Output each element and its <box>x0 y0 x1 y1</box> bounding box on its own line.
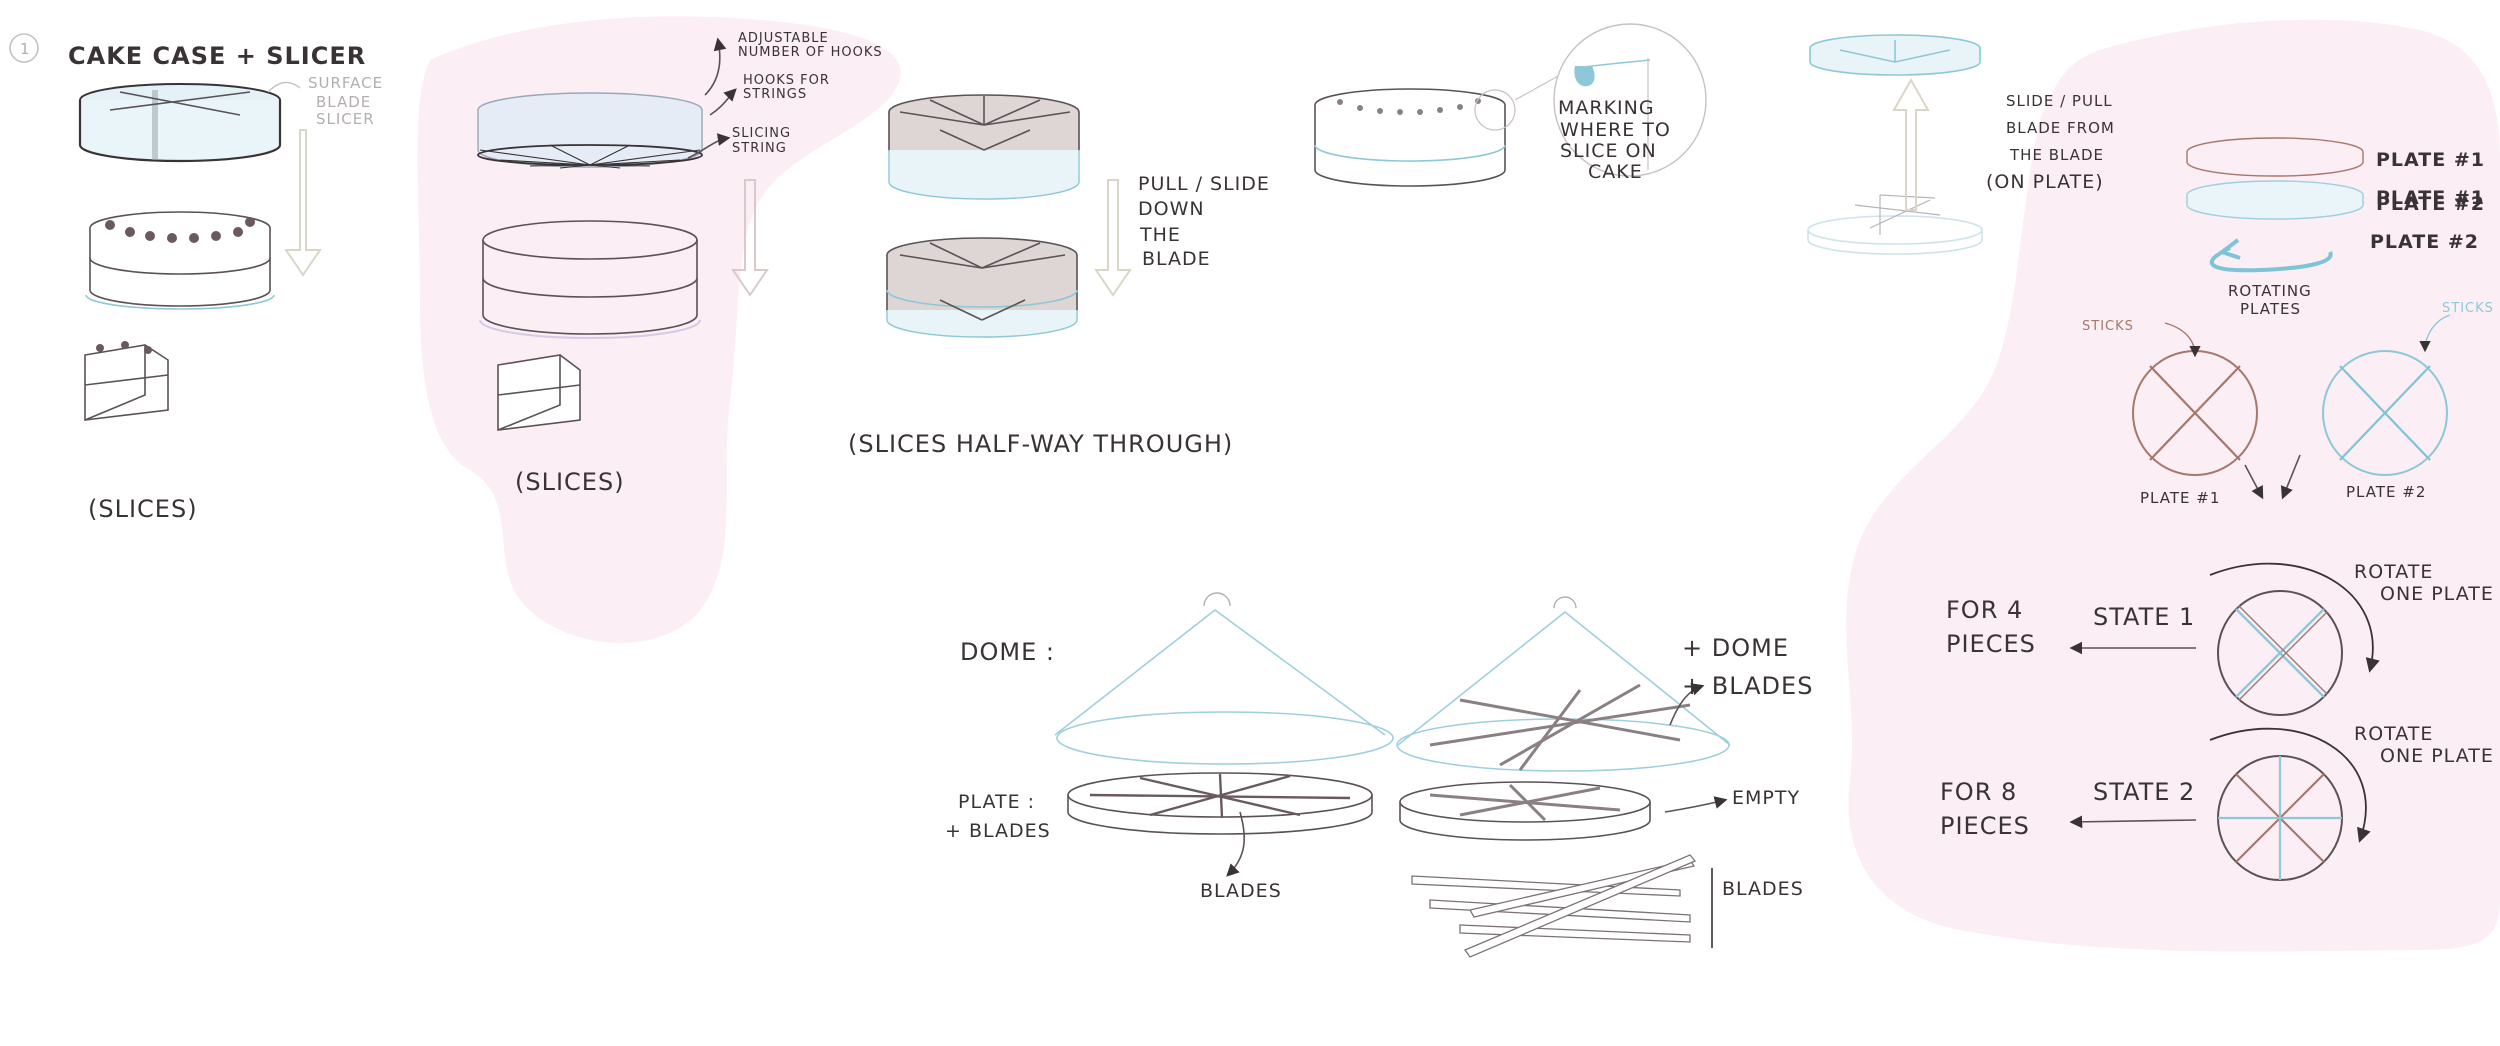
note-marking-3: SLICE ON <box>1560 140 1657 162</box>
dome-drawing-2 <box>1396 596 1731 772</box>
page-number: 1 <box>20 40 31 58</box>
plate-1-topview <box>2132 322 2258 476</box>
note-hooks-2: STRINGS <box>743 87 807 102</box>
whole-cake-drawing <box>85 211 275 310</box>
down-arrow-2 <box>731 179 769 297</box>
note-slide-2: BLADE FROM <box>2006 119 2115 137</box>
note-for4-1: FOR 4 <box>1946 596 2023 624</box>
note-slicer: SLICER <box>316 110 375 128</box>
note-plate-blades-1: PLATE : <box>958 791 1035 813</box>
note-pull-4: BLADE <box>1142 248 1211 270</box>
state-1-diagram <box>2069 562 2380 716</box>
note-slices-1: (SLICES) <box>88 495 198 523</box>
marked-cake-drawing <box>1314 23 1707 187</box>
plate-2-small-label: PLATE #2 <box>2346 483 2426 501</box>
cake-case-drawing <box>78 83 282 163</box>
note-slide-4: (ON PLATE) <box>1986 171 2104 193</box>
rotating-plates-drawing <box>2186 137 2364 273</box>
note-state-2: STATE 2 <box>2093 778 2195 806</box>
plate-with-blades-drawing <box>1067 772 1373 835</box>
note-slices-2: (SLICES) <box>515 468 625 496</box>
slicer-on-cake-drawing <box>888 94 1080 200</box>
note-dome-blades-1: + DOME <box>1682 634 1789 662</box>
note-sticks-1: STICKS <box>2082 319 2134 334</box>
note-for8-1: FOR 8 <box>1940 778 2017 806</box>
note-slide-3: THE BLADE <box>2009 146 2104 164</box>
note-for8-2: PIECES <box>1940 812 2030 840</box>
note-rotating-2: PLATES <box>2240 300 2301 318</box>
note-sticks-2: STICKS <box>2442 301 2494 316</box>
note-rotate2-1: ROTATE <box>2354 723 2433 745</box>
note-blade: BLADE <box>316 93 371 111</box>
note-rotate2-2: ONE PLATE <box>2380 745 2494 767</box>
plate-1-small-label: PLATE #1 <box>2140 489 2220 507</box>
note-slide-1: SLIDE / PULL <box>2006 92 2113 110</box>
label-plate-2-overlap: PLATE #2 <box>2376 193 2485 215</box>
note-hooks-1: HOOKS FOR <box>743 73 830 88</box>
note-rotate1-1: ROTATE <box>2354 561 2433 583</box>
note-rotate1-2: ONE PLATE <box>2380 583 2494 605</box>
plate-2-topview <box>2322 314 2451 476</box>
note-adjustable-1: ADJUSTABLE <box>738 31 829 46</box>
slicer-hooks-drawing <box>477 92 703 169</box>
loose-blades-drawing <box>1411 854 1713 958</box>
note-slicing-1: SLICING <box>732 126 791 141</box>
note-adjustable-2: NUMBER OF HOOKS <box>738 45 883 60</box>
note-halfway: (SLICES HALF-WAY THROUGH) <box>848 430 1233 458</box>
note-slicing-2: STRING <box>732 141 787 156</box>
blade-lifted-drawing <box>1807 34 1983 255</box>
note-surface: SURFACE <box>308 74 383 92</box>
page-number-circle <box>9 33 39 63</box>
down-arrow-1 <box>284 129 322 277</box>
note-marking-4: CAKE <box>1588 161 1643 183</box>
note-pull-2: DOWN <box>1138 198 1205 220</box>
label-plate-1: PLATE #1 <box>2376 149 2485 171</box>
cake-slice-drawing <box>84 341 169 421</box>
note-plate-blades-2: + BLADES <box>945 820 1051 842</box>
page-title: CAKE CASE + SLICER <box>68 42 366 70</box>
note-dome: DOME : <box>960 638 1055 666</box>
highlight-blob-right <box>1846 19 2500 952</box>
dome-drawing-1 <box>1054 592 1394 765</box>
note-pull-1: PULL / SLIDE <box>1138 173 1270 195</box>
cake-slice-drawing-2 <box>497 354 581 431</box>
up-arrow <box>1892 77 1930 211</box>
note-marking-1: MARKING <box>1558 97 1655 119</box>
slicer-pushed-down-drawing <box>886 237 1078 338</box>
cake-under-slicer-drawing <box>479 220 701 339</box>
state-2-diagram <box>2069 727 2371 881</box>
note-blades-1: BLADES <box>1200 880 1282 902</box>
note-dome-blades-2: + BLADES <box>1682 672 1813 700</box>
note-rotating-1: ROTATING <box>2228 282 2312 300</box>
note-for4-2: PIECES <box>1946 630 2036 658</box>
note-pull-3: THE <box>1139 224 1181 246</box>
note-state-1: STATE 1 <box>2093 603 2195 631</box>
down-arrow-3 <box>1094 179 1132 297</box>
note-marking-2: WHERE TO <box>1560 119 1671 141</box>
label-plate-2: PLATE #2 <box>2370 231 2479 253</box>
empty-plate-drawing <box>1399 781 1651 841</box>
note-blades-2: BLADES <box>1722 878 1804 900</box>
label-plate-1-overlap: PLATE #1 <box>2376 187 2485 209</box>
note-empty: EMPTY <box>1732 787 1800 809</box>
